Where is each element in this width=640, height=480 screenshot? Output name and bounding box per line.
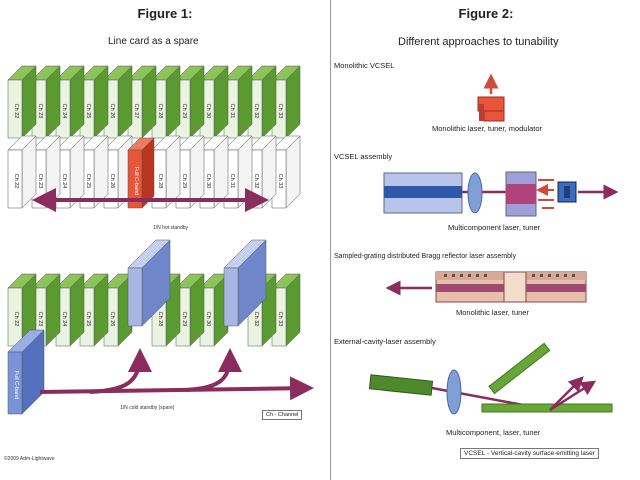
row2-card: Ch 28: [151, 135, 181, 209]
channel-label: Ch 31: [229, 174, 235, 189]
row3-card: Ch 33: [271, 273, 301, 347]
channel-label: Ch 29: [181, 104, 187, 119]
channel-label: Ch 23: [37, 104, 43, 119]
channel-label: Ch 32: [253, 174, 259, 189]
row1-card: Ch 30: [199, 65, 229, 139]
channel-label: Ch 29: [181, 312, 187, 327]
channel-label: Ch 26: [109, 174, 115, 189]
channel-label: Ch 29: [181, 174, 187, 189]
channel-label: Ch 30: [205, 104, 211, 119]
figure-2-title: Figure 2:: [458, 6, 514, 21]
channel-legend: Ch - Channel: [262, 410, 303, 420]
channel-label: Ch 33: [277, 312, 283, 327]
row1-card: Ch 23: [31, 65, 61, 139]
hot-standby-caption: 1/N hot standby: [153, 225, 189, 231]
channel-label: Ch 30: [205, 312, 211, 327]
row2-card: Ch 22: [7, 135, 37, 209]
figure-2-panel: Figure 2: Different approaches to tunabi…: [332, 0, 640, 480]
channel-label: Ch 25: [85, 104, 91, 119]
channel-label: Ch 27: [133, 104, 139, 119]
channel-label: Ch 26: [109, 312, 115, 327]
cold-standby-arrow: [39, 376, 314, 401]
channel-label: Ch 31: [229, 104, 235, 119]
section-heading-monolithic-vcsel: Monolithic VCSEL: [334, 61, 395, 70]
channel-label: Ch 32: [253, 312, 259, 327]
channel-label: Ch 25: [85, 174, 91, 189]
line-card-diagram: Ch 33 Ch 32 Ch 31 Ch 30 Ch 29 Ch 28 Ch 27 Ch 26…: [7, 65, 314, 415]
channel-label: Full C-band: [133, 167, 139, 195]
channel-label: Ch 22: [13, 312, 19, 327]
channel-label: Ch 28: [157, 104, 163, 119]
blue-spare-card: [223, 239, 267, 327]
section-heading-sgdbr: Sampled-grating distributed Bragg reflec…: [334, 253, 517, 260]
channel-label: Ch 25: [85, 312, 91, 327]
row3-card: Ch 22: [7, 273, 37, 347]
channel-label: Ch 32: [253, 104, 259, 119]
section-heading-vcsel-assembly: VCSEL assembly: [334, 152, 393, 161]
channel-label: Ch 33: [277, 104, 283, 119]
cold-branch-arrow: [184, 348, 242, 392]
channel-label: Ch 23: [37, 312, 43, 327]
channel-label: Ch 28: [157, 174, 163, 189]
channel-label: Full C-band: [13, 371, 19, 399]
cold-branch-arrow: [89, 348, 152, 394]
credit-text: ©2009 Adm-Lightwave: [4, 456, 55, 462]
cold-standby-caption: 1/N cold standby (spare): [120, 405, 175, 411]
channel-label: Ch 24: [61, 174, 67, 189]
section-caption-monolithic-vcsel: Monolithic laser, tuner, modulator: [432, 124, 543, 133]
blue-spare-card: [127, 239, 171, 327]
row1-card: Ch 32: [247, 65, 277, 139]
figure-1-subtitle: Line card as a spare: [108, 36, 199, 47]
channel-label: Ch 33: [277, 174, 283, 189]
section-heading-external-cavity: External-cavity-laser assembly: [334, 337, 436, 346]
sgdbr-laser-device: [385, 271, 587, 303]
figure-2-subtitle: Different approaches to tunability: [398, 36, 559, 48]
cold-spare-card: Full C-band: [7, 329, 45, 415]
monolithic-vcsel-device: [477, 73, 505, 122]
row1-card: Ch 22: [7, 65, 37, 139]
hot-spare-card: Full C-band: [127, 137, 155, 209]
external-cavity-device: [368, 342, 613, 415]
section-caption-external-cavity: Multicomponent, laser, tuner: [446, 428, 541, 437]
panel-divider: [330, 0, 331, 480]
channel-label: Ch 24: [61, 104, 67, 119]
channel-label: Ch 22: [13, 104, 19, 119]
row1-card: Ch 27: [127, 65, 157, 139]
row3-card: Ch 25: [79, 273, 109, 347]
vcsel-assembly-device: [383, 171, 619, 217]
channel-label: Ch 23: [37, 174, 43, 189]
channel-label: Ch 24: [61, 312, 67, 327]
section-caption-vcsel-assembly: Multicomponent laser, tuner: [448, 223, 541, 232]
section-caption-sgdbr: Monolithic laser, tuner: [456, 308, 529, 317]
vcsel-legend: VCSEL - Vertical-cavity surface-emitting…: [460, 448, 599, 459]
figure-1-title: Figure 1:: [137, 6, 193, 21]
channel-label: Ch 30: [205, 174, 211, 189]
channel-label: Ch 26: [109, 104, 115, 119]
channel-label: Ch 28: [157, 312, 163, 327]
channel-label: Ch 22: [13, 174, 19, 189]
tunability-diagram: [368, 73, 619, 415]
